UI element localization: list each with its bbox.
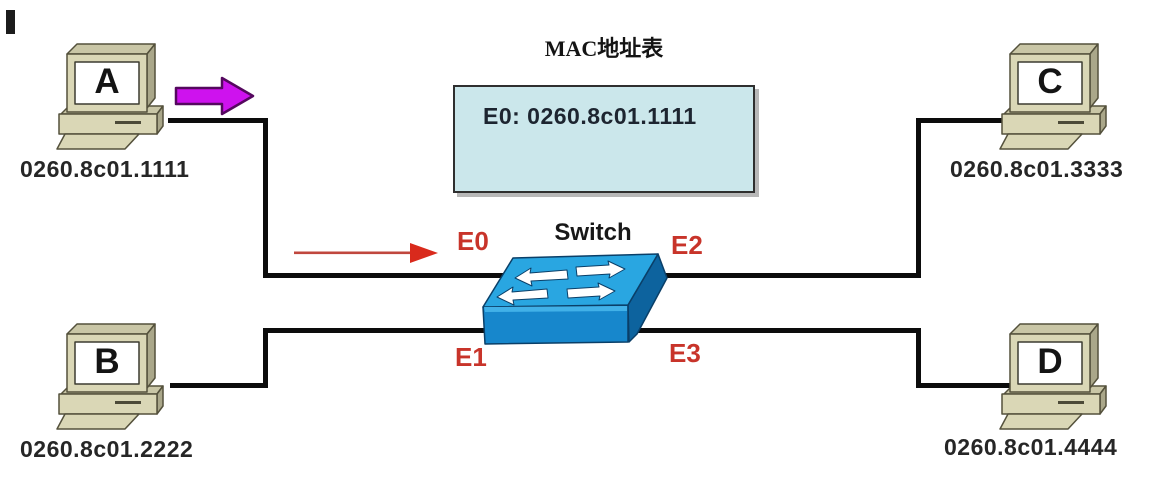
host-b: B [55, 322, 169, 432]
cable-host-b-horizontal [170, 383, 267, 388]
port-label-e1: E1 [455, 342, 487, 372]
frame-direction-arrow-icon [294, 243, 438, 263]
cable-host-b-vertical [263, 328, 268, 388]
host-d-letter: D [1037, 342, 1063, 381]
frame-sent-arrow-icon [174, 76, 255, 116]
cable-host-d-vertical [916, 328, 921, 388]
switch-icon [482, 253, 668, 345]
switch-label: Switch [554, 219, 632, 246]
host-b-mac-label: 0260.8c01.2222 [20, 436, 194, 462]
port-label-e2: E2 [671, 230, 703, 260]
cable-host-c-vertical [916, 120, 921, 278]
host-c-letter: C [1037, 62, 1063, 101]
host-a-mac-label: 0260.8c01.1111 [20, 156, 190, 182]
cable-host-d-horizontal [916, 383, 1011, 388]
scan-artifact [6, 10, 15, 34]
cable-host-c-horizontal [916, 118, 1006, 123]
host-c: C [998, 42, 1112, 152]
host-a: A [55, 42, 169, 152]
cable-host-a-vertical [263, 118, 268, 278]
mac-address-table: E0: 0260.8c01.1111 [453, 85, 755, 193]
mac-table-title: MAC地址表 [544, 36, 664, 61]
host-a-letter: A [94, 62, 120, 101]
host-d-mac-label: 0260.8c01.4444 [944, 434, 1118, 460]
host-b-letter: B [94, 342, 120, 381]
cable-host-a-horizontal [168, 118, 268, 123]
mac-table-entry: E0: 0260.8c01.1111 [483, 103, 697, 129]
host-c-mac-label: 0260.8c01.3333 [950, 156, 1124, 182]
host-d: D [998, 322, 1112, 432]
port-label-e0: E0 [457, 226, 489, 256]
port-label-e3: E3 [669, 338, 701, 368]
